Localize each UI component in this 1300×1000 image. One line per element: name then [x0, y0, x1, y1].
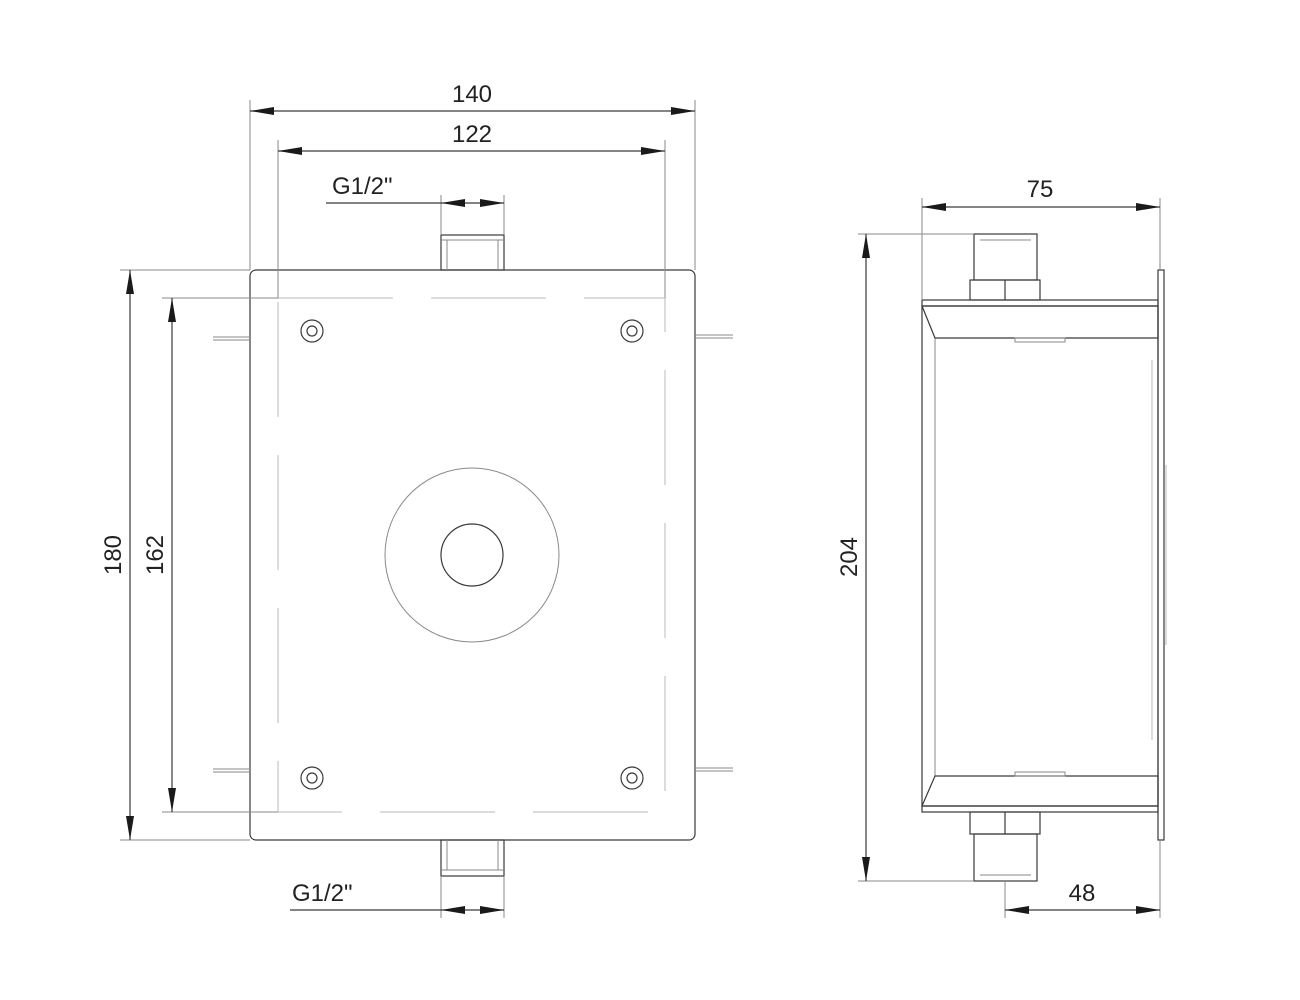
dim-thread-bottom: G1/2": [290, 880, 504, 914]
box-inner-frame: [277, 297, 666, 813]
outlet-outer-ring: [384, 467, 560, 643]
dim-total-height: 204: [836, 234, 870, 881]
dim-inner-height: 162: [142, 298, 176, 812]
side-body: [921, 299, 1159, 813]
dim-depth-label: 75: [1027, 176, 1054, 203]
pipe-thread-top: [440, 234, 505, 271]
dim-outer-height-label: 180: [100, 535, 127, 575]
dim-inner-width: 122: [278, 121, 665, 155]
dim-depth: 75: [922, 176, 1160, 211]
side-bottom-cap: [921, 771, 1159, 807]
dim-thread-bottom-label: G1/2": [292, 880, 353, 907]
dim-outer-height: 180: [100, 270, 134, 840]
dim-offset-label: 48: [1069, 880, 1096, 907]
dim-total-height-label: 204: [836, 537, 863, 577]
dim-inner-width-label: 122: [452, 121, 492, 148]
screw-top-left: [300, 319, 324, 343]
dim-outer-width: 140: [250, 81, 695, 115]
dim-outer-width-label: 140: [452, 81, 492, 108]
dim-inner-height-label: 162: [142, 535, 169, 575]
dim-thread-top-label: G1/2": [332, 173, 393, 200]
pipe-thread-bottom: [440, 839, 505, 877]
screw-bottom-left: [300, 766, 324, 790]
front-view: 140 122 G1/2" G1/2" 180: [100, 81, 733, 918]
side-view: 75 204 48: [836, 176, 1167, 918]
dim-thread-top: G1/2": [326, 173, 504, 207]
box-outer-outline: [249, 269, 696, 841]
screw-top-right: [620, 319, 644, 343]
side-flange: [1157, 269, 1165, 841]
dim-offset: 48: [1005, 880, 1160, 914]
outlet-inner-hole: [440, 523, 504, 587]
side-pipe-bottom: [969, 811, 1041, 882]
side-top-cap: [921, 305, 1159, 343]
side-pipe-top: [969, 233, 1041, 301]
screw-bottom-right: [620, 766, 644, 790]
